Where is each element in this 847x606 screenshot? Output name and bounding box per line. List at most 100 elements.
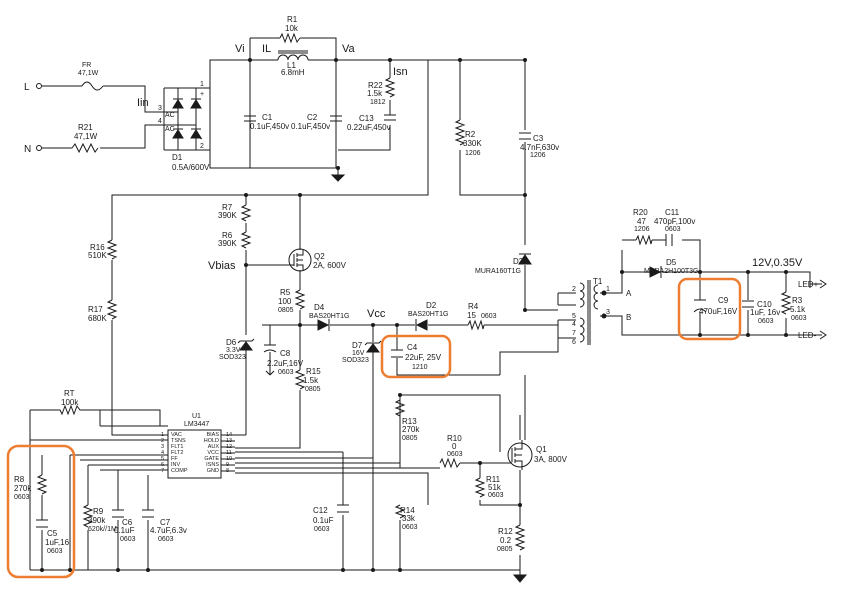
r11-val: 51k (488, 483, 502, 492)
c9-ref: C9 (718, 296, 729, 305)
r5-pkg: 0805 (278, 307, 294, 314)
d4-ref: D4 (314, 303, 325, 312)
resistor-r11-symbol (474, 477, 486, 498)
c12-ref: C12 (313, 506, 328, 515)
c12-pkg: 0603 (314, 526, 330, 533)
terminal-led-minus: LED- (798, 331, 817, 340)
bridge-minus: - (200, 136, 203, 143)
terminal-l-pin (36, 83, 42, 89)
resistor-r4-symbol (467, 319, 485, 331)
c6-val: 0.1uF (114, 526, 135, 535)
bridge-ac-2: AC (165, 126, 175, 133)
r9-val: 390k (88, 516, 106, 525)
net-label-vbias: Vbias (208, 260, 236, 272)
transformer-t1-symbol (558, 280, 604, 345)
r5-val: 100 (278, 297, 292, 306)
r10-pkg: 0603 (447, 451, 463, 458)
net-label-iin: Iin (137, 97, 149, 109)
c4-val: 22uF, 25V (405, 353, 442, 362)
d7-ref: D7 (352, 341, 363, 350)
r20-pkg: 1206 (634, 226, 650, 233)
zener-d6-symbol (237, 338, 255, 351)
r12-pkg: 0805 (497, 546, 513, 553)
resistor-r9-symbol (82, 504, 94, 528)
ic-pin-name-right: AUX (208, 444, 220, 450)
r17-ref: R17 (88, 305, 103, 314)
resistor-r2-symbol (454, 119, 466, 146)
d5-val: MBRA2H100T3G (644, 268, 698, 275)
r6-ref: R6 (222, 231, 233, 240)
ic-pin-name-right: GND (207, 468, 219, 474)
r4-ref: R4 (468, 302, 479, 311)
r4-pkg: 0603 (481, 313, 497, 320)
ic-pin-number-right: 10 (226, 456, 232, 462)
diode-d4-symbol (317, 319, 330, 331)
c11-pkg: 0603 (665, 226, 681, 233)
fuse-fr-symbol (81, 81, 104, 91)
resistor-r21-symbol (71, 142, 99, 154)
ic-pin-number-right: 9 (226, 462, 229, 468)
capacitor-c11-symbol (665, 234, 673, 246)
t1-pin-3: 3 (606, 309, 610, 316)
r5-ref: R5 (280, 288, 291, 297)
ground-symbol-main (512, 570, 528, 583)
r14-val: 33k (402, 514, 416, 523)
resistor-r15-symbol (294, 369, 306, 390)
ic-pin-name-right: VCC (207, 450, 219, 456)
ic-pin-number-right: 12 (226, 444, 232, 450)
fr-ref: FR (82, 62, 91, 69)
ic-pin-number-left: 6 (161, 462, 164, 468)
net-label-il: IL (262, 43, 271, 55)
r2-ref: R2 (465, 130, 476, 139)
r2-pkg: 1206 (465, 150, 481, 157)
terminal-b: B (626, 313, 631, 322)
inductor-l1-symbol (277, 50, 309, 61)
ic-pin-number-left: 1 (161, 432, 164, 438)
r6-val: 390K (218, 239, 237, 248)
net-label-va: Va (342, 43, 356, 55)
r11-ref: R11 (486, 475, 501, 484)
ic-pin-name-right: ISNS (206, 462, 219, 468)
r7-val: 390K (218, 211, 237, 220)
resistor-r16-symbol (106, 239, 118, 260)
diode-d5-symbol (649, 266, 662, 278)
ic-pin-number-left: 2 (161, 438, 164, 444)
highlight-box-r8-c5 (6, 444, 76, 579)
led-terminal-arrows (819, 279, 827, 340)
ic-pin-name-left: INV (171, 462, 181, 468)
r11-pkg: 0603 (488, 492, 504, 499)
ic-pin-name-left: VAC (171, 432, 182, 438)
ic-pin-name-right: HOLD (204, 438, 219, 444)
d6-pkg: SOD323 (219, 354, 246, 361)
c3-ref: C3 (533, 134, 544, 143)
c13-val: 0.22uF,450v (347, 123, 391, 132)
c3-pkg: 1206 (530, 152, 546, 159)
r8-pkg: 0603 (14, 494, 30, 501)
terminal-n-pin (36, 145, 42, 151)
component-labels: FR 47,1W R21 47,1W D1 0.5A/600V 3 4 AC A… (14, 15, 807, 555)
resistor-r20-symbol (635, 234, 653, 246)
resistor-r3-symbol (780, 291, 792, 315)
r3-pkg: 0603 (791, 315, 807, 322)
l1-val: 6.8mH (281, 68, 305, 77)
r22-val: 1.5k (367, 89, 383, 98)
c7-pkg: 0603 (158, 536, 174, 543)
r3-ref: R3 (792, 296, 803, 305)
mosfet-q2-symbol (288, 248, 312, 272)
t1-pin-1: 1 (606, 286, 610, 293)
c5-pkg: 0603 (47, 548, 63, 555)
bridge-ac-1: AC (165, 112, 175, 119)
d3-val: MURA160T1G (475, 268, 521, 275)
resistor-r10-symbol (439, 457, 461, 469)
r8-ref: R8 (14, 475, 25, 484)
r12-val: 0.2 (500, 536, 512, 545)
rt-ref: RT (64, 389, 75, 398)
c8-ref: C8 (280, 349, 291, 358)
l1-ref: L1 (287, 61, 296, 70)
diode-d3-symbol (518, 253, 532, 265)
r2-val: 330K (463, 139, 482, 148)
d2-ref: D2 (426, 301, 437, 310)
